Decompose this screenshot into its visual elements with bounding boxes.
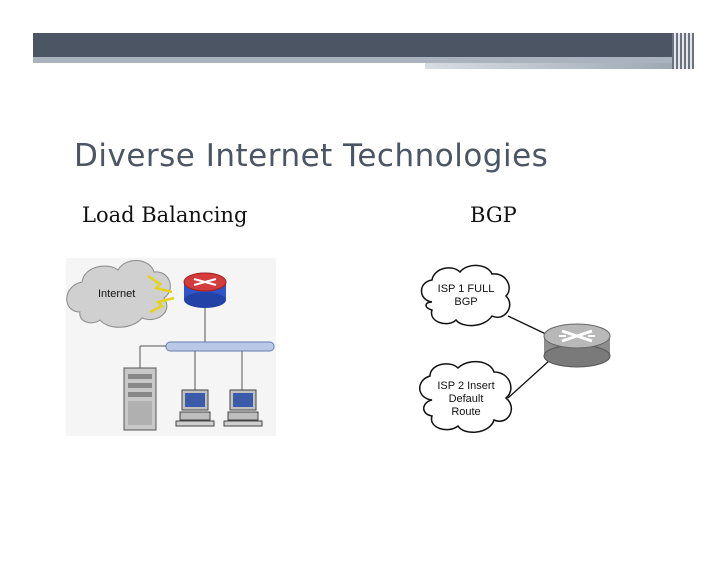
load-balancing-heading: Load Balancing bbox=[82, 203, 248, 227]
title-bar-ridges bbox=[672, 33, 694, 69]
router-icon bbox=[543, 323, 611, 368]
lightning-icon bbox=[147, 274, 175, 314]
bgp-diagram: ISP 1 FULL BGP ISP 2 Insert Default Rout… bbox=[419, 264, 611, 433]
workstation-icon bbox=[175, 389, 215, 427]
server-icon bbox=[123, 367, 157, 431]
isp2-line-3: Route bbox=[451, 406, 480, 418]
isp1-link bbox=[507, 315, 551, 337]
router-icon bbox=[183, 272, 227, 342]
isp1-cloud: ISP 1 FULL BGP bbox=[420, 264, 511, 327]
title-bar-tail bbox=[425, 63, 685, 69]
isp2-cloud: ISP 2 Insert Default Route bbox=[419, 360, 512, 433]
title-bar-strip bbox=[33, 57, 685, 63]
isp2-line-2: Default bbox=[449, 393, 484, 405]
isp2-link bbox=[507, 359, 551, 399]
bgp-heading: BGP bbox=[470, 203, 517, 227]
load-balancing-diagram: Internet bbox=[66, 258, 276, 436]
cloud-label: Internet bbox=[98, 288, 135, 300]
title-bar bbox=[33, 33, 685, 57]
internet-cloud: Internet bbox=[66, 260, 171, 328]
network-backbone bbox=[139, 341, 275, 390]
workstation-icon bbox=[223, 389, 263, 427]
slide-title: Diverse Internet Technologies bbox=[74, 138, 549, 174]
isp1-line-1: ISP 1 FULL bbox=[438, 283, 495, 295]
isp2-line-1: ISP 2 Insert bbox=[437, 380, 494, 392]
isp1-line-2: BGP bbox=[454, 296, 477, 308]
